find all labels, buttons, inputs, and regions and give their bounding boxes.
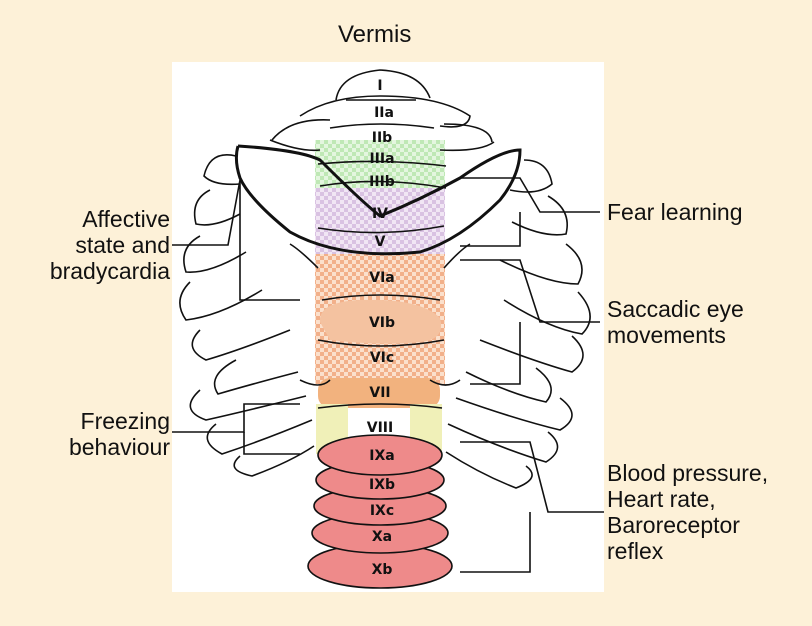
label-blood-line-4: reflex	[607, 538, 768, 564]
lobule-IXa: IXa	[369, 448, 394, 464]
label-saccadic-line-1: Saccadic eye	[607, 296, 744, 322]
lobule-IV: IV	[372, 206, 388, 222]
lobule-IIb: IIb	[372, 130, 392, 146]
diagram-title: Vermis	[338, 22, 411, 48]
lobule-VIII: VIII	[367, 420, 393, 436]
lobule-IIIa: IIIa	[369, 151, 394, 167]
label-blood-line-2: Heart rate,	[607, 486, 768, 512]
lobule-I: I	[377, 78, 382, 94]
label-blood-line-3: Baroreceptor	[607, 512, 768, 538]
lobule-IXb: IXb	[369, 477, 395, 493]
lobule-VIa: VIa	[369, 270, 395, 286]
label-affective-state: Affective state and bradycardia	[42, 206, 170, 284]
label-saccadic: Saccadic eye movements	[607, 296, 744, 348]
label-freezing-line-1: Freezing	[48, 408, 170, 434]
label-fear-line-1: Fear learning	[607, 199, 743, 225]
lobule-IIIb: IIIb	[369, 174, 395, 190]
lobule-labels: I IIa IIb IIIa IIIb IV V VIa VIb VIc VII…	[367, 78, 395, 578]
lobule-Xa: Xa	[372, 529, 392, 545]
label-fear-learning: Fear learning	[607, 199, 743, 225]
label-freezing: Freezing behaviour	[48, 408, 170, 460]
lobule-Xb: Xb	[372, 562, 393, 578]
lobule-IIa: IIa	[374, 105, 394, 121]
lobule-VIc: VIc	[370, 350, 394, 366]
label-affective-line-2: state and	[42, 232, 170, 258]
label-blood-pressure: Blood pressure, Heart rate, Baroreceptor…	[607, 460, 768, 564]
lobule-V: V	[375, 234, 386, 250]
label-freezing-line-2: behaviour	[48, 434, 170, 460]
lobule-IXc: IXc	[370, 503, 394, 519]
label-affective-line-1: Affective	[42, 206, 170, 232]
lobule-VII: VII	[369, 385, 390, 401]
lobule-VIb: VIb	[369, 315, 395, 331]
label-blood-line-1: Blood pressure,	[607, 460, 768, 486]
label-saccadic-line-2: movements	[607, 322, 744, 348]
label-affective-line-3: bradycardia	[42, 258, 170, 284]
